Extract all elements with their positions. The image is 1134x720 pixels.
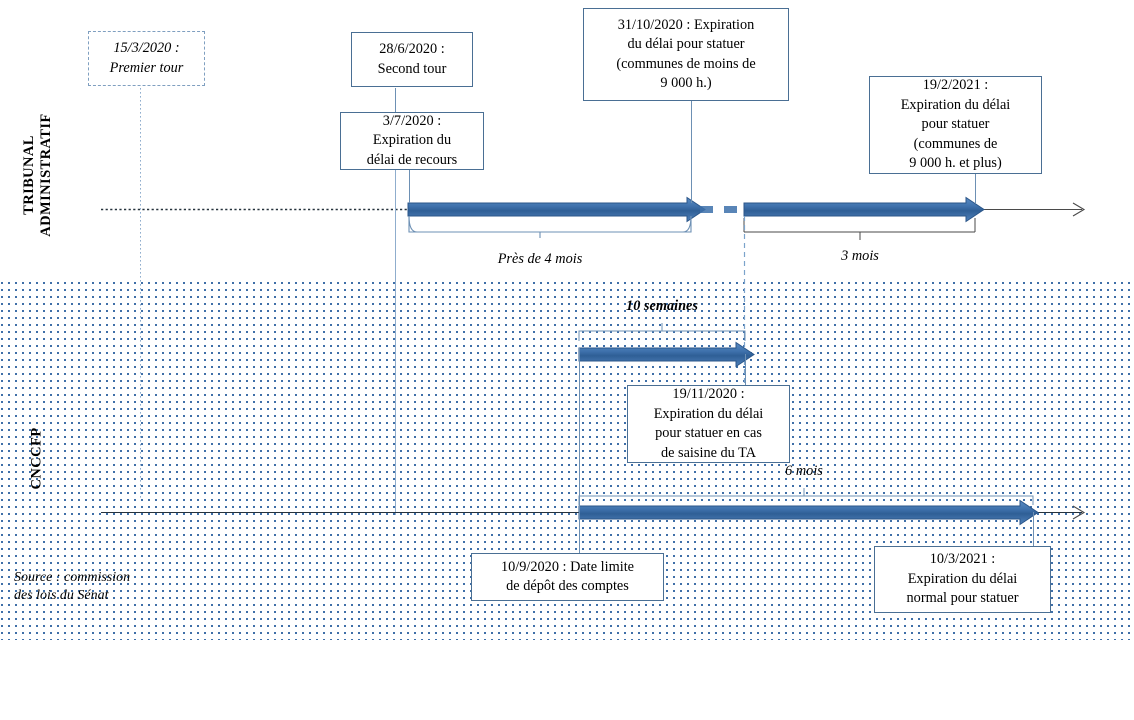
event-box-premier-tour[interactable]: 15/3/2020 : Premier tour — [88, 31, 205, 86]
event-box-statuer-moins-9000[interactable]: 31/10/2020 : Expiration du délai pour st… — [583, 8, 789, 101]
duration-label-pres-4-mois: Près de 4 mois — [497, 251, 583, 267]
bottom-arrow-6-mois — [578, 499, 1039, 526]
event-box-statuer-plus-9000[interactable]: 19/2/2021 : Expiration du délai pour sta… — [869, 76, 1042, 174]
bracket-6-mois — [578, 488, 1034, 505]
duration-label-10-semaines: 10 semaines — [626, 298, 698, 314]
event-box-saisine-ta[interactable]: 19/11/2020 : Expiration du délai pour st… — [627, 385, 790, 463]
bracket-3-mois — [743, 218, 976, 240]
bottom-arrow-10-semaines — [578, 341, 755, 368]
event-box-second-tour[interactable]: 28/6/2020 : Second tour — [351, 32, 473, 87]
lane-label-tribunal-administratif: TRIBUNAL ADMINISTRATIF — [21, 113, 54, 237]
event-box-delai-recours[interactable]: 3/7/2020 : Expiration du délai de recour… — [340, 112, 484, 170]
duration-label-6-mois: 6 mois — [785, 463, 823, 479]
bracket-10-semaines — [578, 323, 746, 341]
top-arrow-segment-2 — [743, 196, 985, 223]
bracket-pres-4-mois — [408, 216, 692, 238]
cnccfp-shaded-band — [0, 281, 1134, 640]
lane-label-cnccfp: CNCCFP — [28, 427, 45, 490]
event-box-delai-normal[interactable]: 10/3/2021 : Expiration du délai normal p… — [874, 546, 1051, 613]
top-axis-arrowhead — [1072, 202, 1086, 217]
bottom-axis-arrowhead — [1072, 505, 1086, 520]
event-box-depot-comptes[interactable]: 10/9/2020 : Date limite de dépôt des com… — [471, 553, 664, 601]
top-arrow-segment-1 — [407, 196, 706, 223]
source-note: Source : commission des lois du Sénat — [14, 570, 131, 603]
duration-label-3-mois: 3 mois — [841, 248, 879, 264]
